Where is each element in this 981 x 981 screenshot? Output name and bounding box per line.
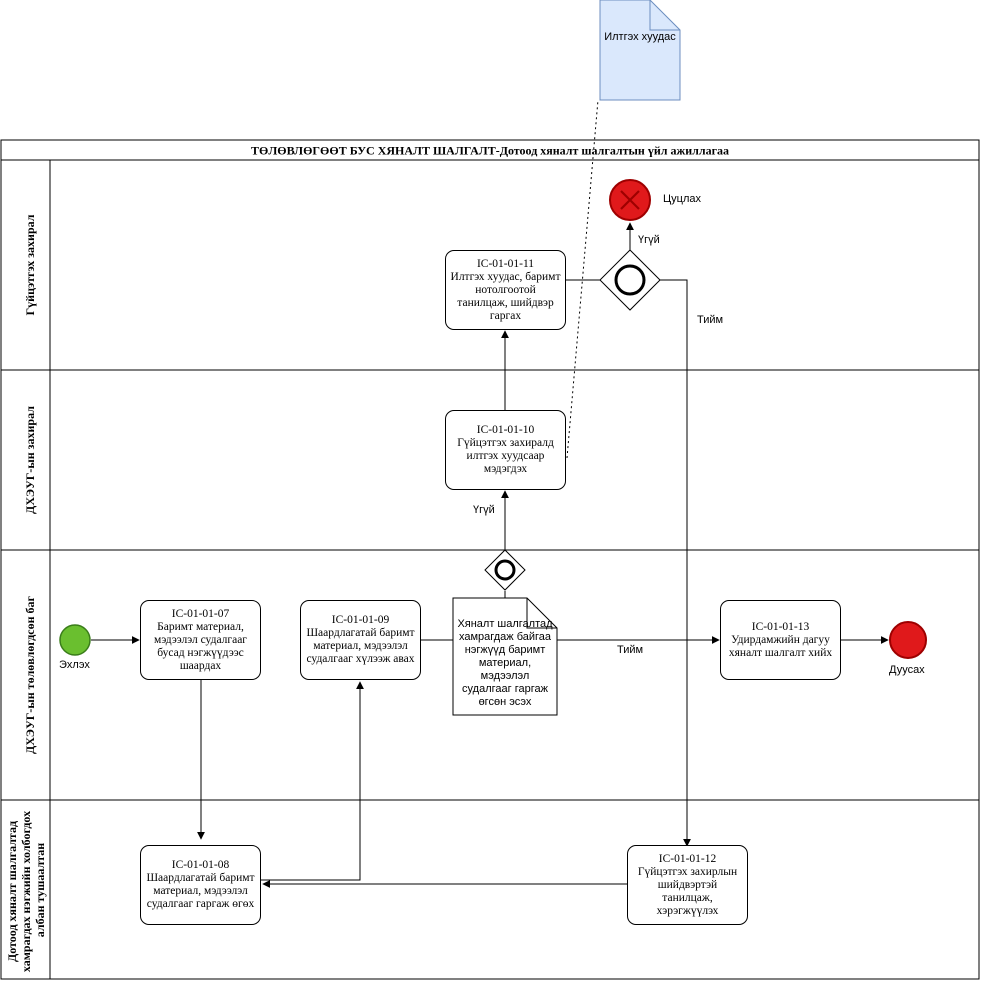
condition-document-fold [526,598,557,629]
gateway-ceo-decision [599,249,661,311]
lane-label-director: ДХЭУГ-ын захирал [23,406,37,514]
task-text: Баримт материал, [157,620,244,633]
task-id: IC-01-01-11 [476,257,535,270]
condition-line: судалгааг гаргаж [462,683,548,695]
flow-gateway-to-t12 [660,279,691,847]
task-text: материал, мэдээлэл [153,885,248,897]
task-id: IC-01-01-09 [331,614,390,626]
task-id: IC-01-01-13 [751,620,810,633]
task-text: хяналт шалгалт хийх [728,646,833,659]
task-ic-01-01-09[interactable]: IC-01-01-09 Шаардлагатай баримт материал… [300,600,421,680]
task-text: гаргах [489,309,522,322]
task-id: IC-01-01-08 [171,859,230,871]
condition-line: Хяналт шалгалтад [457,618,553,630]
task-text: мэдээлэл судалгааг [153,633,248,646]
task-ic-01-01-07[interactable]: IC-01-01-07 Баримт материал, мэдээлэл су… [140,600,261,680]
condition-document-shape [452,597,558,716]
task-text: мэдэгдэх [483,463,528,475]
condition-line: хамрагдаж байгаа [458,631,552,643]
lane-label-line: хамрагдах нэгжийн холбогдох [19,811,33,972]
pool-title: ТӨЛӨВЛӨГӨӨТ БУС ХЯНАЛТ ШАЛГАЛТ-Дотоод хя… [251,144,729,158]
task-text: шаардах [179,659,222,672]
task-text: Удирдамжийн дагуу [731,633,830,646]
task-id: IC-01-01-12 [658,852,717,865]
flow-t08-to-t09 [261,681,364,881]
flow-label-yes-lower: Тийм [617,644,644,656]
lane-label-unit-officials: Дотоод хяналт шалгалтад хамрагдах нэгжий… [5,808,47,972]
task-text: Гүйцэтгэх захиралд [457,437,554,449]
start-event-label: Эхлэх [59,659,90,671]
task-ic-01-01-12[interactable]: IC-01-01-12 Гүйцэтгэх захирлын шийдвэртэ… [627,845,748,925]
lane-label-ceo: Гүйцэтгэх захирал [23,214,37,315]
flow-label-no-lower: Үгүй [473,504,495,516]
end-event [889,621,927,659]
task-ic-01-01-08[interactable]: IC-01-01-08 Шаардлагатай баримт материал… [140,845,261,925]
condition-line: нэгжүүд баримт [464,644,546,656]
condition-line: материал, мэдээлэл [478,657,532,682]
start-event [59,624,91,656]
task-text: танилцаж, шийдвэр [457,296,554,309]
report-document-shape [599,0,681,101]
task-text: судалгааг гаргаж өгөх [146,898,255,910]
report-document-label: Илтгэх хуудас [604,31,676,43]
flow-label-no-upper: Үгүй [638,234,660,246]
lane-label-line: Дотоод хяналт шалгалтад [5,821,19,962]
cancel-event [609,179,651,221]
lane-label-team: ДХЭУГ-ын төлөвлөгдсөн баг [23,595,37,753]
task-text: шийдвэртэй танилцаж, [657,878,718,904]
task-text: материал, мэдээлэл [313,640,408,652]
task-text: Гүйцэтгэх захирлын [637,865,738,878]
task-id: IC-01-01-07 [171,607,230,620]
task-text: Шаардлагатай баримт [306,627,415,639]
gateway-documents-provided [484,549,526,591]
task-text: илтгэх хуудсаар [466,450,545,462]
task-ic-01-01-11[interactable]: IC-01-01-11 Илтгэх хуудас, баримт нотолг… [445,250,566,330]
task-ic-01-01-13[interactable]: IC-01-01-13 Удирдамжийн дагуу хяналт шал… [720,600,841,680]
flow-label-yes-upper: Тийм [697,314,724,326]
lane-label-line: албан тушаалтан [33,843,47,937]
condition-document-text: Хяналт шалгалтад хамрагдаж байгаа нэгжүү… [453,606,557,709]
task-text: нотолгоотой [475,283,536,296]
condition-line: өгсөн эсэх [478,696,532,708]
task-ic-01-01-10[interactable]: IC-01-01-10 Гүйцэтгэх захиралд илтгэх ху… [445,410,566,490]
task-text: хэрэгжүүлэх [656,904,719,917]
cancel-event-label: Цуцлах [663,193,701,205]
task-text: судалгааг хүлээж авах [306,653,415,665]
task-id: IC-01-01-10 [476,424,535,436]
task-text: Илтгэх хуудас, баримт [450,270,561,283]
pool-frame [0,139,980,980]
task-text: бусад нэгжүүдээс [157,646,244,659]
report-document-fold [649,0,680,31]
task-text: Шаардлагатай баримт [146,872,255,884]
end-event-label: Дуусах [889,664,925,676]
